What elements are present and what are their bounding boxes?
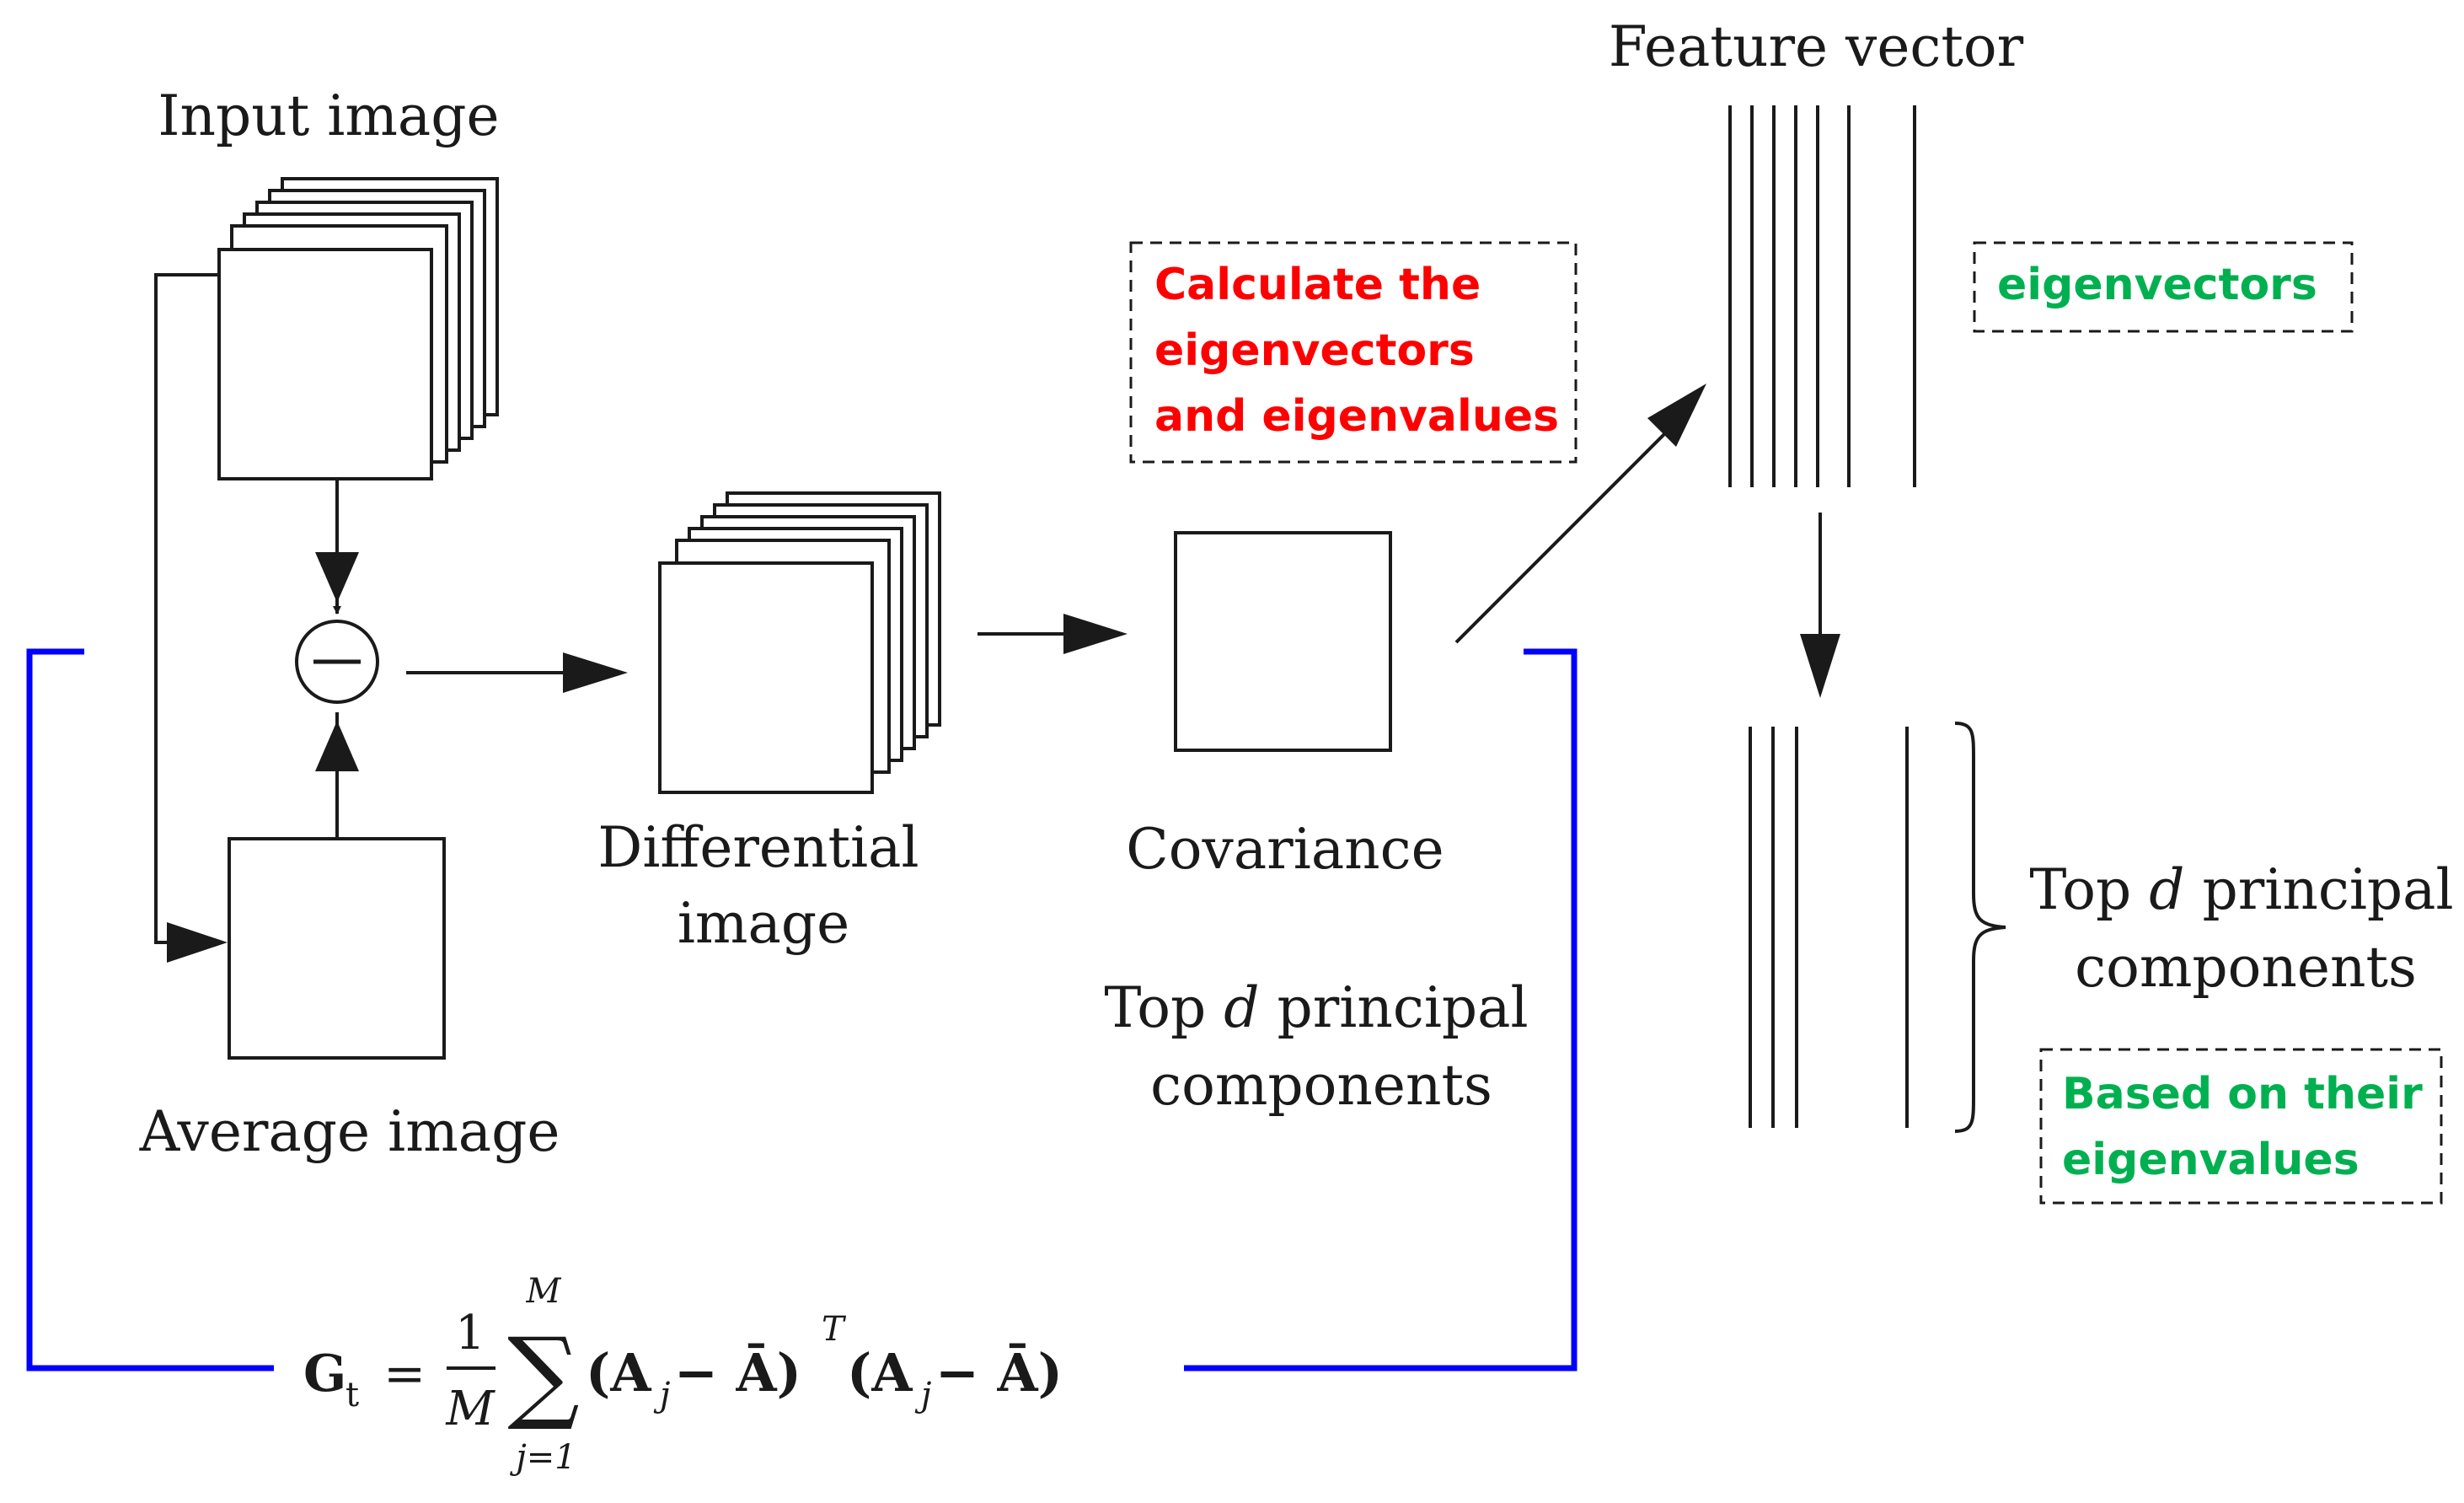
top-d-right-line1: Top d principal: [2029, 857, 2453, 922]
based-note-line1: Based on their: [2062, 1069, 2423, 1119]
formula-frac-den: M: [445, 1382, 495, 1436]
top-d-mid-line2: components: [1150, 1053, 1492, 1118]
top-d-right-var: d: [2149, 857, 2184, 922]
arrowhead-covariance: [1063, 614, 1128, 654]
top-d-mid-line1: Top d principal: [1104, 975, 1528, 1040]
formula-sigma: ∑: [507, 1317, 580, 1434]
eigenvectors-note: eigenvectors: [1997, 260, 2317, 310]
covariance-formula: G t = 1 M M ∑ j=1 (A j − Ā) T (A j − Ā): [303, 1272, 1063, 1477]
formula-term1-sub: j: [653, 1376, 670, 1414]
differential-image-label-line1: Differential: [597, 815, 919, 880]
top-d-right-prefix: Top: [2029, 857, 2149, 922]
top-d-mid-prefix: Top: [1104, 975, 1224, 1040]
top-d-right-suffix: principal: [2184, 857, 2453, 922]
differential-image-label-line2: image: [678, 891, 849, 956]
feature-vector-lines: [1728, 105, 1916, 487]
subtract-node: [295, 620, 379, 704]
covariance-label: Covariance: [1126, 817, 1444, 882]
arrow-covariance-to-feature: [1454, 420, 1679, 644]
formula-lhs-sub: t: [345, 1376, 359, 1414]
formula-term1: (A: [586, 1342, 651, 1404]
curly-brace: [1954, 722, 2006, 1133]
formula-sum-top: M: [526, 1272, 562, 1311]
blue-bracket-left: [26, 648, 274, 1371]
arrowhead-input: [315, 552, 359, 603]
formula-lhs: G: [303, 1345, 346, 1404]
calculate-note-line3: and eigenvalues: [1154, 391, 1559, 442]
arrowhead-differential: [563, 652, 628, 693]
average-image-label: Average image: [139, 1099, 560, 1164]
arrowhead-bypass: [167, 922, 228, 963]
bypass-line: [154, 273, 219, 944]
arrowhead-average: [315, 721, 359, 771]
formula-frac-num: 1: [455, 1306, 485, 1361]
covariance-box: [1174, 531, 1392, 752]
formula-term2-rest: − Ā): [935, 1342, 1063, 1404]
top-d-right-line2: components: [2075, 935, 2417, 1000]
input-image-stack: [217, 177, 499, 480]
based-note-line2: eigenvalues: [2062, 1135, 2360, 1185]
formula-term2-sub: j: [914, 1376, 931, 1414]
formula-sum-bottom: j=1: [509, 1438, 576, 1477]
top-d-mid-var: d: [1224, 975, 1259, 1040]
differential-image-stack: [658, 491, 941, 794]
blue-bracket-right: [1184, 648, 1577, 1371]
calculate-note-line2: eigenvectors: [1154, 325, 1475, 376]
top-d-mid-suffix: principal: [1259, 975, 1528, 1040]
input-image-label: Input image: [158, 83, 499, 148]
formula-term1-rest: − Ā): [674, 1342, 801, 1404]
calculate-note-line1: Calculate the: [1154, 260, 1481, 310]
calculate-note-box: [1129, 241, 1577, 464]
based-note-box: [2039, 1048, 2443, 1205]
arrowhead-top: [1800, 634, 1840, 698]
top-d-lines: [1749, 727, 1909, 1128]
formula-equals: =: [383, 1345, 426, 1404]
arrowhead-feature: [1647, 384, 1706, 447]
formula-term2: (A: [847, 1342, 913, 1404]
formula-transpose: T: [822, 1310, 847, 1349]
feature-vector-label: Feature vector: [1609, 14, 2024, 79]
average-image-box: [228, 837, 446, 1060]
